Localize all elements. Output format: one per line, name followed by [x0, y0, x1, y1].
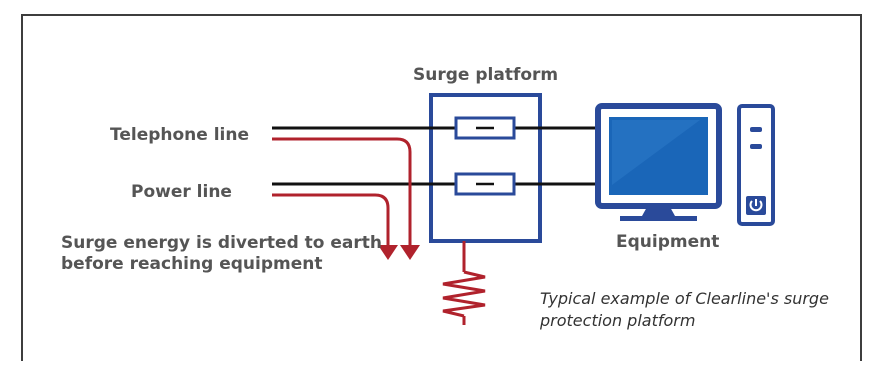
power-button-icon: [746, 196, 766, 215]
computer-monitor-icon: [595, 103, 722, 221]
resistor-ground-symbol: [442, 270, 486, 318]
power-surge-arrow: [378, 245, 398, 260]
equipment-label: Equipment: [616, 232, 720, 252]
surge-energy-label: Surge energy is diverted to earth before…: [61, 233, 382, 275]
surge-platform-label: Surge platform: [413, 65, 559, 85]
power-line-label: Power line: [131, 182, 232, 202]
frame-border: [21, 14, 862, 361]
caption-line-1: Typical example of Clearline's surge: [540, 289, 829, 308]
surge-energy-line-2: before reaching equipment: [61, 254, 323, 274]
power-surge-path: [272, 193, 390, 245]
computer-tower-icon: [737, 104, 775, 226]
diagram-caption: Typical example of Clearline's surge pro…: [540, 288, 860, 332]
telephone-line-label: Telephone line: [110, 125, 250, 145]
telephone-surge-arrow: [400, 245, 420, 260]
surge-energy-line-1: Surge energy is diverted to earth: [61, 233, 382, 253]
surge-platform-box: [429, 93, 542, 243]
telephone-surge-path: [272, 137, 412, 245]
caption-line-2: protection platform: [540, 311, 696, 330]
